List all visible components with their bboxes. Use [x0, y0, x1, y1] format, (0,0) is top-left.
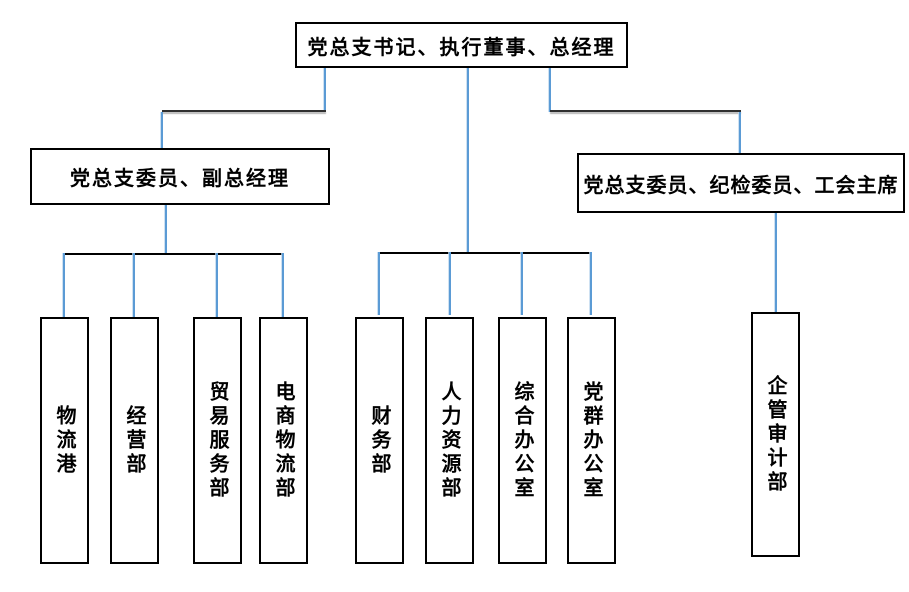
node-dept-qiguanshenjibu: 企管审计部	[751, 312, 800, 557]
connector-drop-dept-5	[378, 252, 380, 315]
connector-drop-dept-4	[282, 253, 284, 317]
node-right-manager-label: 党总支委员、纪检委员、工会主席	[583, 174, 899, 197]
node-dept-dangqunbangongshi: 党群办公室	[567, 317, 616, 564]
dept-label: 人力资源部	[438, 380, 460, 501]
dept-label: 企管审计部	[764, 374, 786, 495]
connector-drop-dept-6	[449, 252, 451, 315]
node-root: 党总支书记、执行董事、总经理	[295, 22, 628, 68]
dept-label: 财务部	[368, 404, 390, 477]
connector-drop-dept-7	[521, 252, 523, 315]
connector-left-manager-trunk	[165, 205, 167, 254]
connector-root-center-trunk	[467, 68, 469, 253]
node-dept-jingyingbu: 经营部	[110, 317, 159, 564]
node-right-manager: 党总支委员、纪检委员、工会主席	[577, 153, 905, 213]
connector-root-left-horizontal	[162, 110, 326, 112]
node-left-manager: 党总支委员、副总经理	[30, 148, 330, 205]
connector-drop-dept-9	[775, 213, 777, 312]
connector-drop-dept-3	[216, 253, 218, 317]
connector-drop-dept-1	[63, 253, 65, 317]
connector-left-manager-drop	[161, 112, 163, 149]
dept-label: 综合办公室	[511, 380, 533, 501]
connector-center-group-bus	[378, 252, 592, 254]
node-dept-wuliugang: 物流港	[40, 317, 89, 564]
connector-drop-dept-8	[590, 252, 592, 315]
node-dept-maoyifuwubu: 贸易服务部	[193, 317, 242, 564]
node-left-manager-label: 党总支委员、副总经理	[70, 168, 290, 190]
node-root-label: 党总支书记、执行董事、总经理	[307, 36, 616, 59]
connector-right-manager-drop	[739, 112, 741, 154]
connector-drop-dept-2	[133, 253, 135, 317]
node-dept-zonghebangongshi: 综合办公室	[498, 317, 547, 564]
node-dept-caiwubu: 财务部	[355, 317, 404, 564]
node-dept-renliziyuanbu: 人力资源部	[425, 317, 474, 564]
dept-label: 物流港	[53, 404, 75, 477]
dept-label: 经营部	[123, 404, 145, 477]
connector-root-right-horizontal	[550, 110, 741, 112]
connector-root-right-stub	[549, 68, 551, 112]
dept-label: 电商物流部	[272, 380, 294, 501]
node-dept-dianshangwuliubu: 电商物流部	[259, 317, 308, 564]
dept-label: 党群办公室	[580, 380, 602, 501]
connector-left-group-bus	[63, 253, 284, 255]
dept-label: 贸易服务部	[206, 380, 228, 501]
connector-root-left-stub	[324, 68, 326, 112]
